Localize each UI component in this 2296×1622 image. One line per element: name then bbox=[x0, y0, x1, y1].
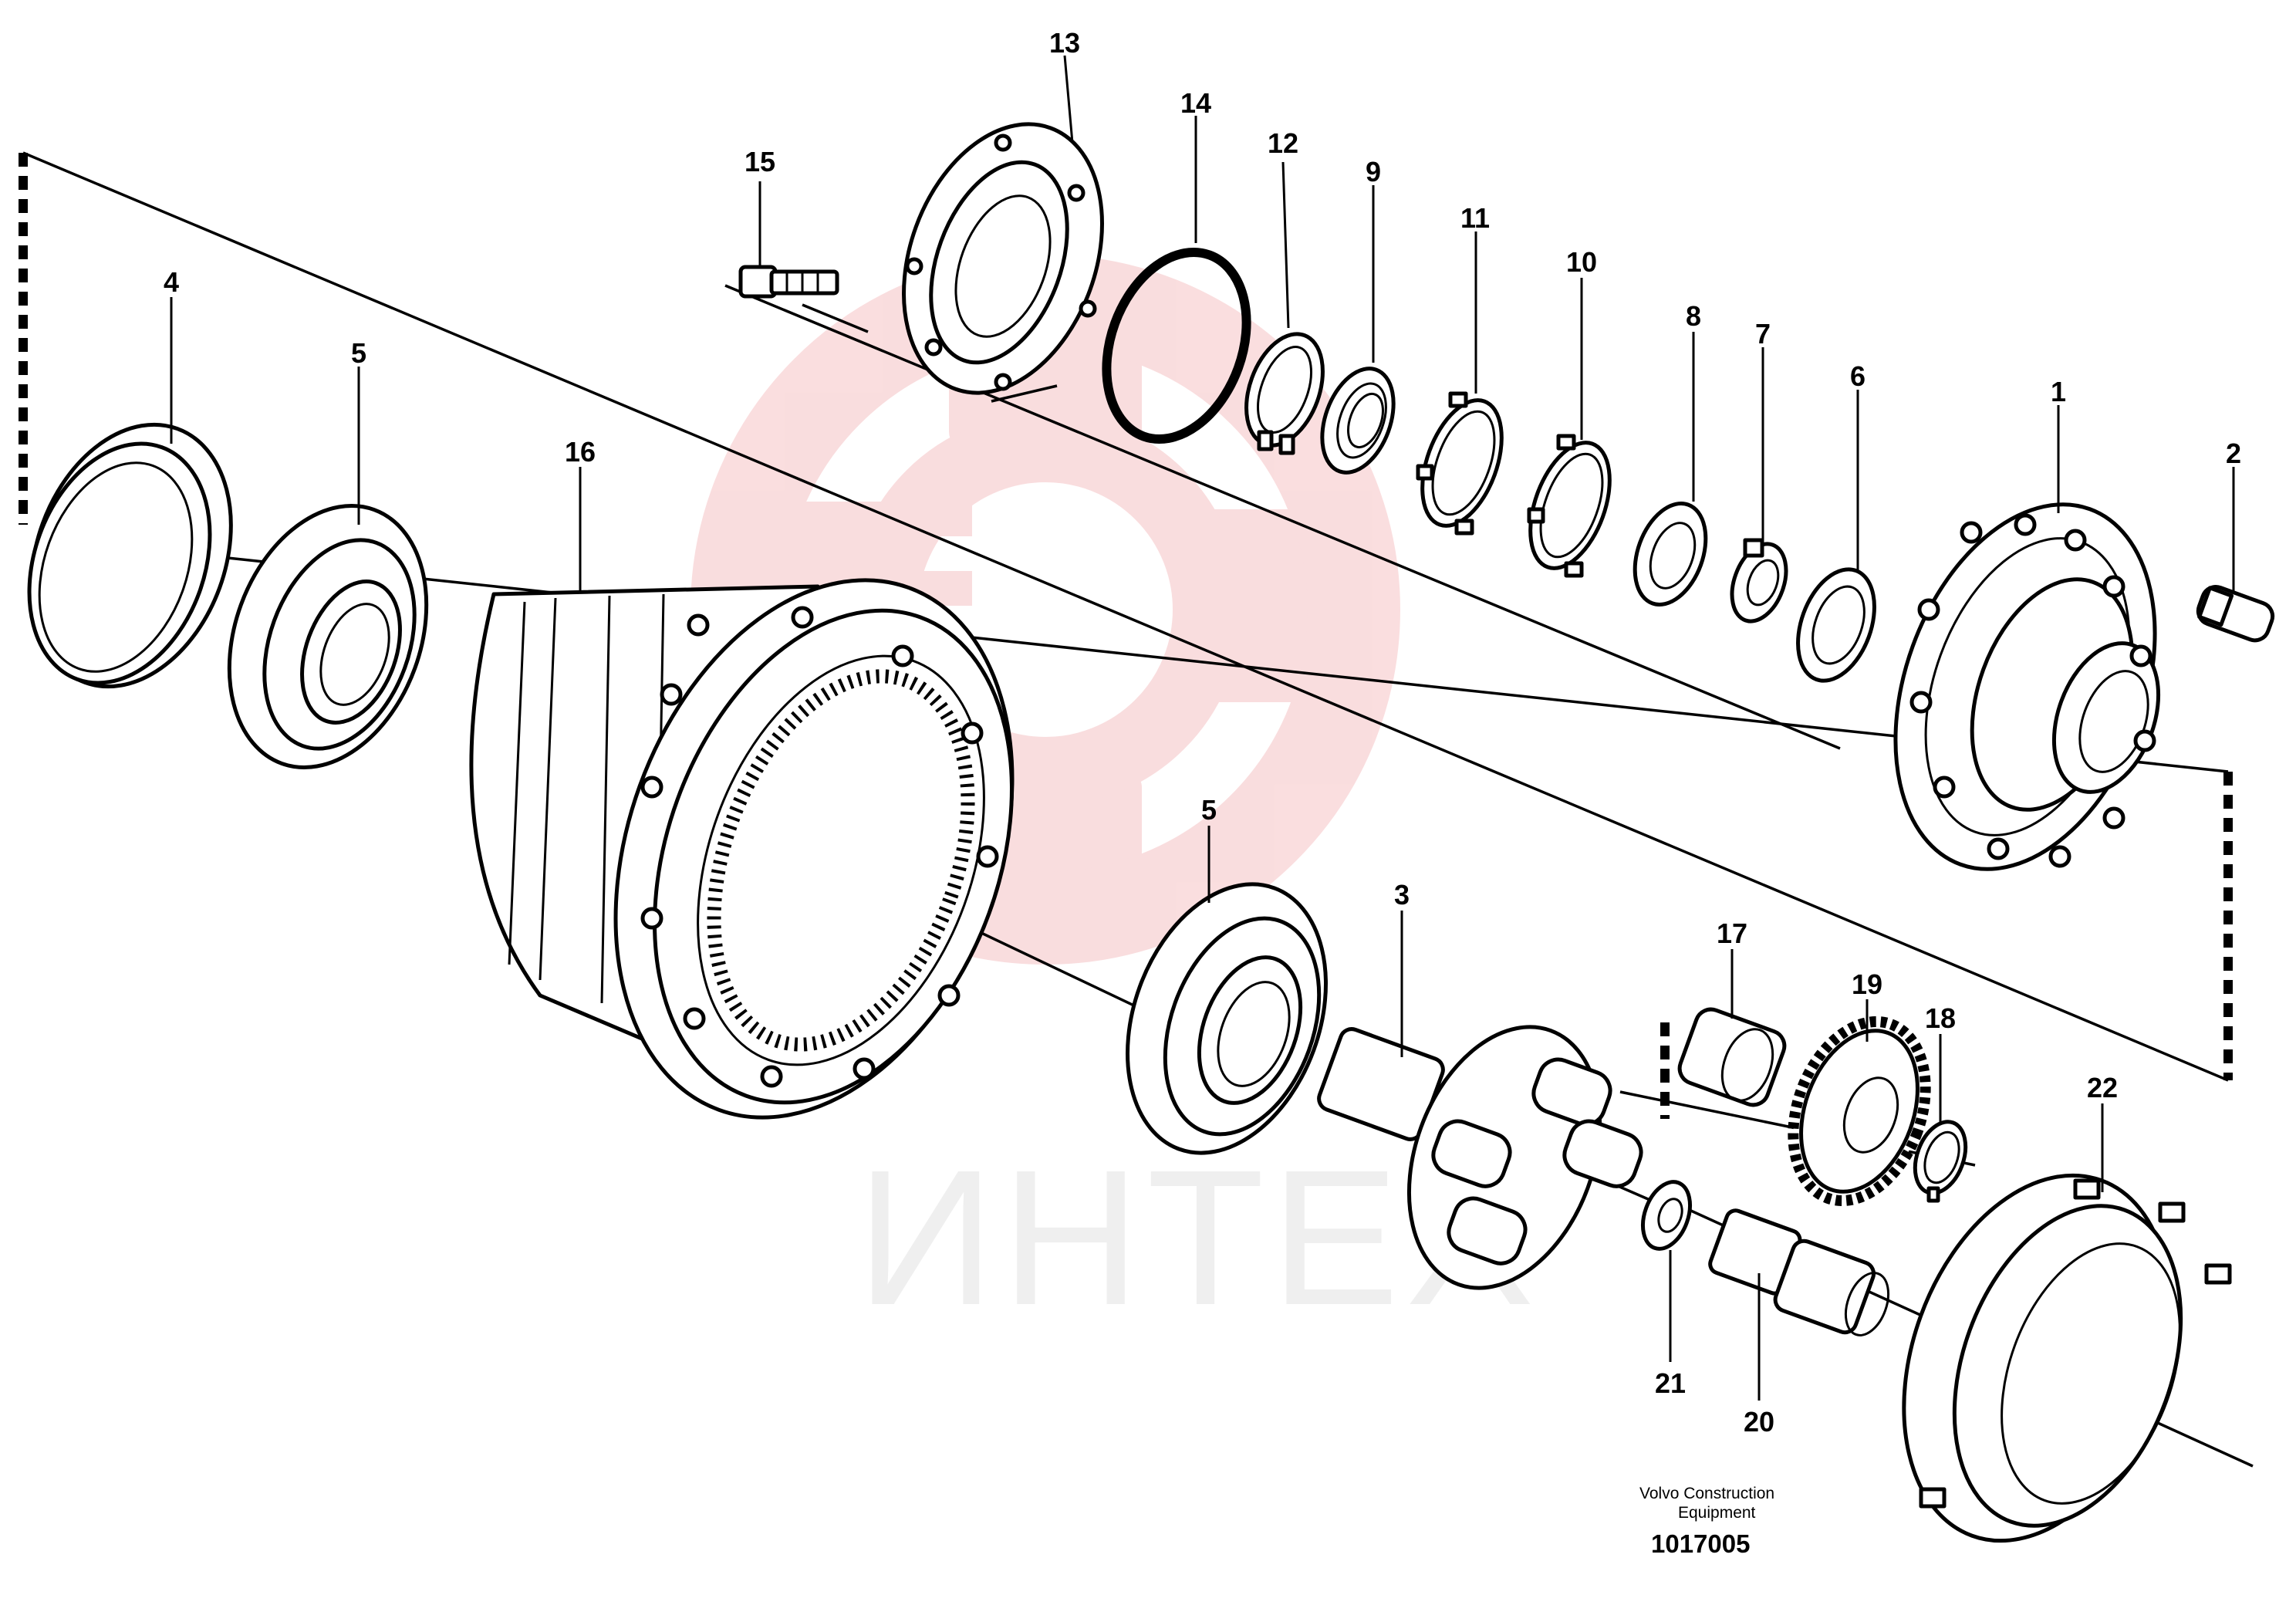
roller-bearing-5-lower bbox=[1126, 882, 1328, 1155]
callout-22: 22 bbox=[2087, 1072, 2118, 1103]
spacer-21 bbox=[1641, 1180, 1692, 1251]
wheel-hub-1 bbox=[1893, 502, 2161, 871]
needle-bushing-17 bbox=[1677, 1007, 1787, 1107]
caption-diagram-number: 1017005 bbox=[1651, 1529, 1750, 1558]
caption-line-2: Equipment bbox=[1678, 1504, 1756, 1522]
sun-gear-shaft-20 bbox=[1708, 1208, 1890, 1336]
caption-line-1: Volvo Construction bbox=[1639, 1485, 1774, 1502]
callout-18: 18 bbox=[1925, 1002, 1956, 1034]
callout-2: 2 bbox=[2226, 438, 2241, 469]
callout-7: 7 bbox=[1755, 318, 1771, 350]
lock-washer-10 bbox=[1527, 434, 1612, 578]
bolt-15 bbox=[738, 265, 839, 299]
o-ring-14 bbox=[1102, 247, 1251, 444]
callout-leaders bbox=[170, 55, 2235, 1401]
callout-16: 16 bbox=[565, 436, 596, 468]
callout-13: 13 bbox=[1049, 27, 1080, 59]
cover-flange-13 bbox=[902, 122, 1104, 395]
planet-gear-19 bbox=[1788, 1015, 1931, 1207]
thrust-washer-6 bbox=[1796, 567, 1876, 683]
callout-20: 20 bbox=[1744, 1406, 1774, 1438]
callout-5-lower: 5 bbox=[1201, 794, 1217, 826]
callout-17: 17 bbox=[1717, 917, 1747, 949]
nut-9 bbox=[1320, 367, 1396, 475]
callout-6: 6 bbox=[1850, 360, 1866, 392]
callout-11: 11 bbox=[1460, 202, 1490, 234]
callout-3: 3 bbox=[1394, 879, 1410, 911]
washer-8 bbox=[1633, 502, 1708, 607]
planet-carrier-3 bbox=[1317, 1025, 1643, 1290]
callout-21: 21 bbox=[1655, 1367, 1686, 1399]
callout-4: 4 bbox=[164, 266, 179, 298]
callout-14: 14 bbox=[1180, 87, 1211, 119]
circlip-18 bbox=[1913, 1120, 1968, 1203]
callout-1: 1 bbox=[2051, 376, 2066, 407]
stud-2 bbox=[2196, 585, 2275, 643]
circlip-12 bbox=[1244, 332, 1325, 455]
tab-ring-7 bbox=[1730, 538, 1788, 623]
callout-15: 15 bbox=[745, 146, 775, 177]
callout-8: 8 bbox=[1686, 300, 1701, 332]
callout-5-upper: 5 bbox=[351, 337, 366, 369]
callout-19: 19 bbox=[1852, 968, 1882, 1000]
housing-ring-gear-16 bbox=[469, 578, 1015, 1120]
callout-labels: 13 14 15 12 9 11 10 8 7 6 1 2 4 5 16 5 3… bbox=[164, 27, 2241, 1438]
diagram-caption: Volvo Construction Equipment 1017005 bbox=[1639, 1485, 1774, 1558]
roller-bearing-5-upper bbox=[227, 504, 429, 769]
lock-washer-11 bbox=[1416, 391, 1504, 536]
brake-drum-22 bbox=[1902, 1173, 2232, 1543]
seal-ring-4 bbox=[27, 422, 233, 689]
callout-9: 9 bbox=[1366, 156, 1381, 188]
callout-12: 12 bbox=[1268, 127, 1298, 159]
callout-10: 10 bbox=[1566, 246, 1597, 278]
